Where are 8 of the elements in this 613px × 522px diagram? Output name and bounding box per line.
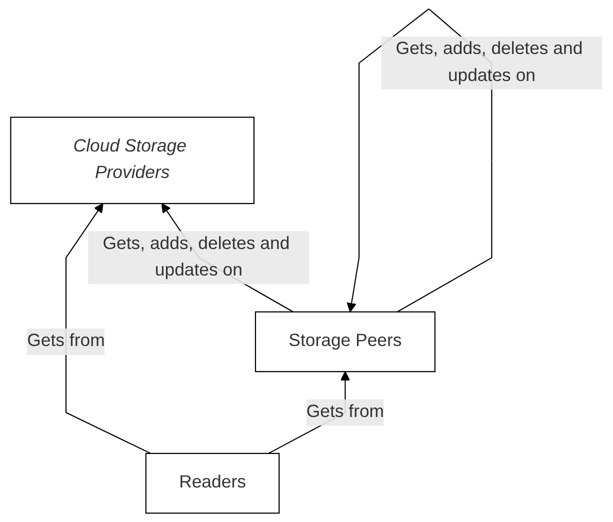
node-box: Storage Peers: [254, 311, 436, 372]
edge-label: Gets from: [27, 332, 105, 351]
node-box: Cloud Storage Providers: [10, 116, 255, 204]
edge-label: Gets, adds, deletes and updates on: [396, 40, 583, 86]
edge-label: Gets, adds, deletes and updates on: [102, 234, 290, 280]
edge-label: Gets from: [306, 402, 384, 422]
arrow: [65, 203, 151, 454]
node-box: Readers: [145, 452, 280, 514]
